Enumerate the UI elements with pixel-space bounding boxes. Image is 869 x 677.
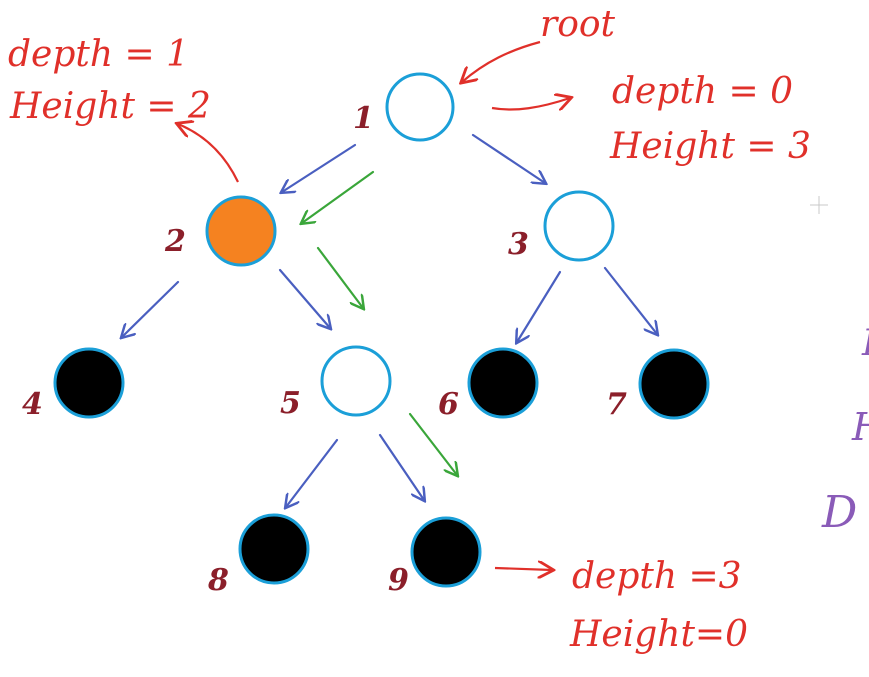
nodes-layer (53, 72, 710, 588)
tree-node-9 (410, 516, 482, 588)
edge-1-to-3 (471, 133, 545, 183)
tree-node-5 (320, 345, 392, 417)
node2-annotation-arrow (178, 124, 239, 183)
root-annotation: root (462, 4, 616, 82)
crosshair-mark (810, 196, 828, 214)
path-highlight-layer (302, 170, 457, 475)
tree-node-7 (638, 348, 710, 420)
tree-node-6 (467, 347, 539, 419)
edges-layer (122, 133, 657, 507)
edge-3-to-6 (517, 270, 562, 342)
node-label-4: 4 (22, 387, 43, 422)
node-label-9: 9 (388, 563, 409, 598)
node1-annotation-arrow (491, 98, 570, 110)
node-label-2: 2 (164, 224, 186, 259)
node2-annotation: depth = 1 Height = 2 (8, 34, 239, 183)
node-label-6: 6 (438, 387, 459, 422)
node-labels-layer: 1 2 3 4 5 6 7 8 9 (22, 101, 627, 598)
partial-letter-3: D (821, 487, 857, 538)
node-label-1: 1 (353, 101, 374, 136)
node9-depth-label: depth =3 (572, 556, 742, 597)
root-arrow (462, 40, 541, 82)
edge-1-to-2 (282, 143, 357, 192)
edge-2-to-5 (278, 268, 330, 328)
tree-node-3 (543, 190, 615, 262)
edge-3-to-7 (603, 266, 657, 334)
root-label: root (540, 4, 616, 45)
edge-2-to-4 (122, 280, 180, 337)
node9-height-label: Height=0 (569, 614, 748, 655)
path-arrow-2-to-5 (316, 246, 363, 308)
path-arrow-1-to-2 (302, 170, 375, 223)
node9-annotation-arrow (494, 568, 552, 570)
partial-letter-1: I (861, 323, 869, 364)
tree-node-1 (385, 72, 455, 142)
node1-annotation: depth = 0 Height = 3 (491, 71, 811, 167)
edge-5-to-9 (378, 433, 424, 500)
tree-node-2 (205, 195, 277, 267)
node-label-8: 8 (207, 563, 229, 598)
node9-annotation: depth =3 Height=0 (494, 556, 748, 655)
node1-depth-label: depth = 0 (612, 71, 793, 112)
tree-node-8 (238, 513, 310, 585)
node-label-5: 5 (280, 386, 301, 421)
partial-edge-text: I H D (821, 323, 869, 538)
node2-height-label: Height = 2 (9, 86, 211, 127)
node2-depth-label: depth = 1 (8, 34, 189, 75)
node1-height-label: Height = 3 (609, 126, 811, 167)
partial-letter-2: H (851, 405, 869, 449)
edge-5-to-8 (286, 438, 339, 507)
tree-node-4 (53, 347, 125, 419)
path-arrow-5-to-9 (408, 412, 457, 475)
node-label-3: 3 (508, 227, 529, 262)
node-label-7: 7 (606, 387, 627, 422)
